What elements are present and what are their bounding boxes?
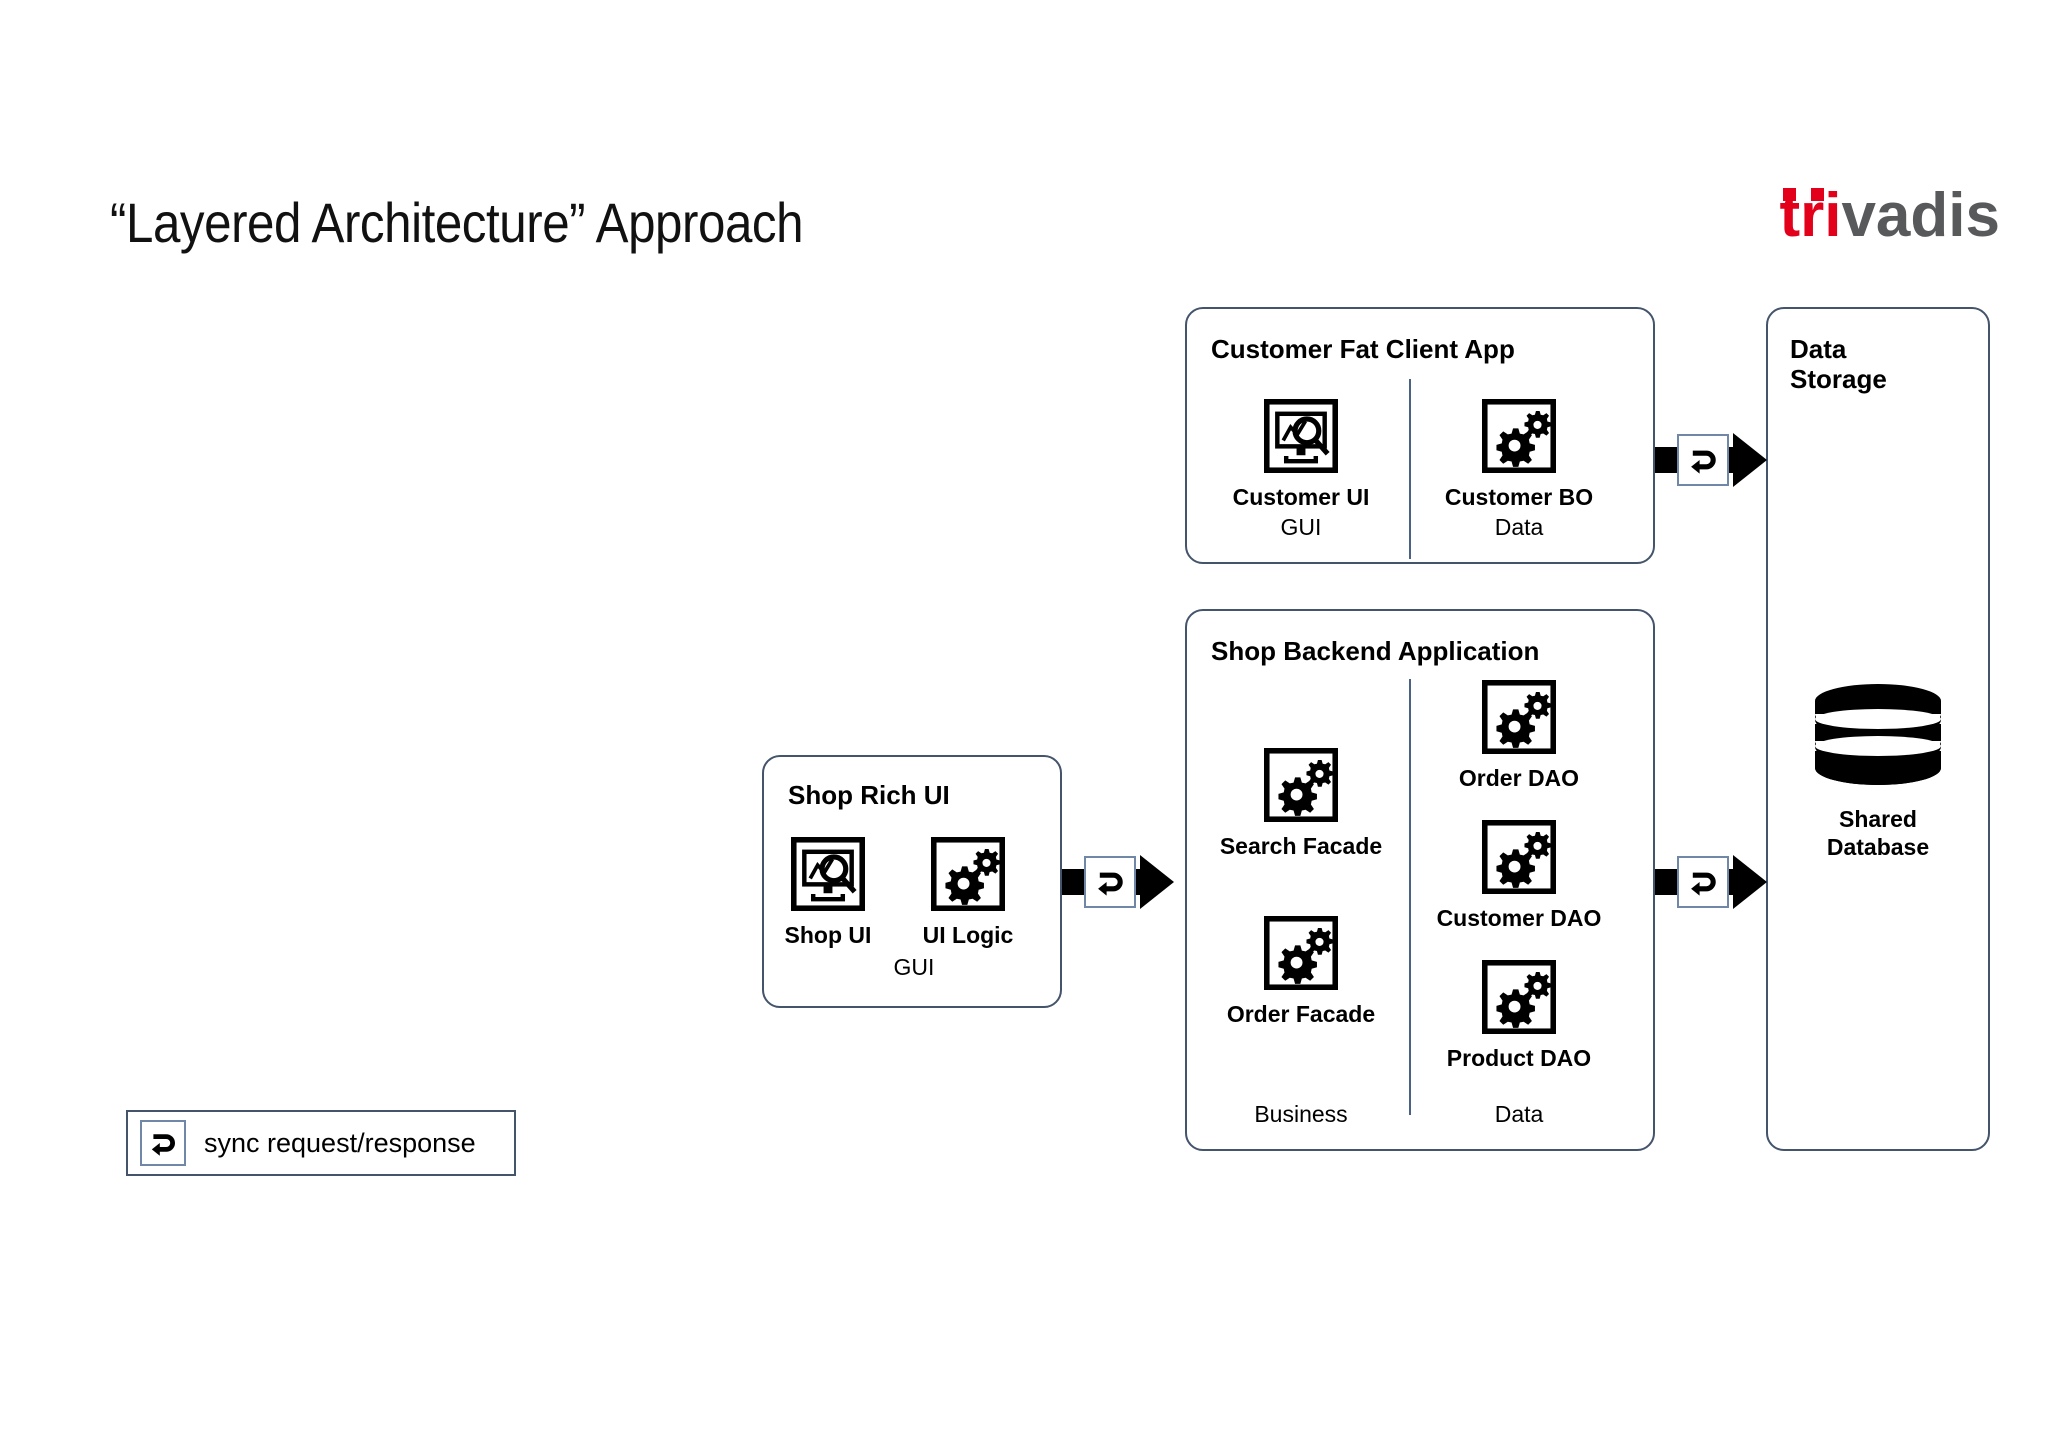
layer-divider: [1409, 379, 1411, 559]
connector-line: [1655, 447, 1677, 473]
logo-vadis-text: vadis: [1841, 181, 2000, 250]
component-product-dao[interactable]: Product DAO: [1419, 958, 1619, 1072]
component-customer-dao[interactable]: Customer DAO: [1419, 818, 1619, 932]
legend-label: sync request/response: [204, 1127, 476, 1158]
connector-customer-bo-to-data-storage[interactable]: [1655, 433, 1767, 487]
gears-icon: [1480, 818, 1558, 896]
component-label: Order Facade: [1226, 1001, 1376, 1027]
monitor-search-icon: [1262, 397, 1340, 475]
component-label: Order DAO: [1458, 765, 1580, 791]
component-label: Customer UI: [1232, 484, 1370, 510]
gears-icon: [1480, 397, 1558, 475]
trivadis-logo: trivadis: [1779, 185, 2000, 247]
gears-icon: [1262, 914, 1340, 992]
component-order-dao[interactable]: Order DAO: [1419, 678, 1619, 792]
connector-line: [1136, 869, 1140, 895]
connector-line: [1062, 869, 1084, 895]
gears-icon: [1480, 678, 1558, 756]
layer-divider: [1409, 679, 1411, 1115]
app-box-shop-rich-ui[interactable]: Shop Rich UI Shop UI: [762, 755, 1062, 1008]
layer-label-gui: GUI: [1280, 514, 1322, 540]
sync-request-response-icon: [140, 1120, 186, 1166]
database-cylinder-icon: [1803, 679, 1953, 795]
component-search-facade[interactable]: Search Facade: [1201, 746, 1401, 860]
gears-icon: [1480, 958, 1558, 1036]
legend-sync-request-response[interactable]: sync request/response: [126, 1110, 516, 1176]
app-box-customer-fat-client-app[interactable]: Customer Fat Client App Customer UI: [1185, 307, 1655, 564]
shared-db-line2: Database: [1826, 833, 1930, 860]
data-storage-title-line2: Storage: [1790, 363, 1887, 394]
component-shop-ui[interactable]: Shop UI: [728, 835, 928, 949]
app-box-title: Shop Backend Application: [1211, 636, 1540, 666]
arrowhead-icon: [1140, 855, 1174, 909]
data-storage-title-line1: Data: [1790, 334, 1847, 364]
layer-label-gui: GUI: [893, 954, 935, 980]
arrowhead-icon: [1733, 433, 1767, 487]
arrowhead-icon: [1733, 855, 1767, 909]
connector-line: [1729, 869, 1733, 895]
sync-request-response-icon: [1677, 856, 1729, 908]
component-label: Customer DAO: [1436, 905, 1602, 931]
component-label: Customer BO: [1444, 484, 1594, 510]
gears-icon: [1262, 746, 1340, 824]
app-box-title: Customer Fat Client App: [1211, 334, 1515, 364]
sync-request-response-icon: [1677, 434, 1729, 486]
logo-dot-icon: [1783, 188, 1797, 201]
sync-request-response-icon: [1084, 856, 1136, 908]
component-customer-bo[interactable]: Customer BO: [1419, 397, 1619, 511]
component-label: Search Facade: [1219, 833, 1383, 859]
layer-label-data: Data: [1494, 1101, 1544, 1127]
component-label: Shop UI: [784, 922, 872, 948]
connector-shop-rich-ui-to-backend[interactable]: [1062, 855, 1174, 909]
page-title: “Layered Architecture” Approach: [110, 191, 804, 254]
app-box-shop-backend-application[interactable]: Shop Backend Application Search Facade: [1185, 609, 1655, 1151]
logo-dot-icon: [1811, 188, 1825, 201]
connector-line: [1729, 447, 1733, 473]
layer-label-business: Business: [1254, 1101, 1348, 1127]
monitor-search-icon: [789, 835, 867, 913]
connector-line: [1655, 869, 1677, 895]
component-order-facade[interactable]: Order Facade: [1201, 914, 1401, 1028]
connector-backend-to-data-storage[interactable]: [1655, 855, 1767, 909]
component-ui-logic[interactable]: UI Logic: [868, 835, 1068, 949]
gears-icon: [929, 835, 1007, 913]
component-customer-ui[interactable]: Customer UI: [1201, 397, 1401, 511]
layer-label-data: Data: [1494, 514, 1544, 540]
component-label: UI Logic: [922, 922, 1014, 948]
component-label: Product DAO: [1446, 1045, 1592, 1071]
app-box-title: Shop Rich UI: [788, 780, 950, 810]
shared-db-line1: Shared: [1839, 806, 1917, 832]
